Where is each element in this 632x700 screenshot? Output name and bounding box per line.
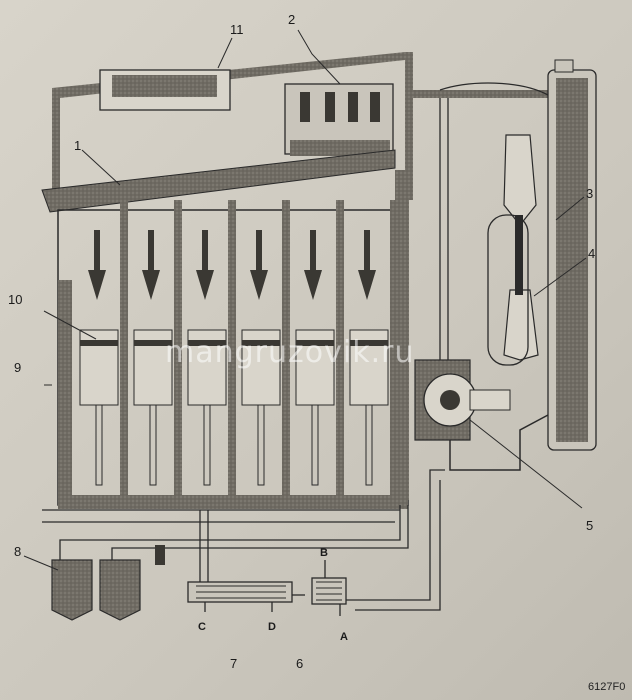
cylinder — [241, 200, 290, 495]
cylinder — [187, 200, 236, 495]
callout-7: 7 — [230, 656, 237, 671]
port-d: D — [268, 621, 276, 633]
top-cap-assembly — [99, 69, 231, 111]
callout-1: 1 — [74, 138, 81, 153]
callout-11: 11 — [230, 22, 244, 37]
fan-assembly — [487, 134, 539, 366]
port-labels: A B C D — [198, 547, 348, 643]
cylinder — [349, 200, 398, 495]
port-b: B — [320, 547, 328, 559]
water-pump — [414, 359, 549, 471]
callout-4: 4 — [588, 246, 595, 261]
callout-5: 5 — [586, 518, 593, 533]
oil-cooler — [187, 581, 293, 612]
callout-2: 2 — [288, 12, 295, 27]
thermostat-housing — [284, 83, 394, 156]
callout-3: 3 — [586, 186, 593, 201]
leader-lines — [23, 29, 587, 571]
callout-8: 8 — [14, 544, 21, 559]
cylinders — [79, 200, 398, 495]
upper-radiator-hose — [439, 82, 549, 400]
cylinder — [295, 200, 344, 495]
callout-6: 6 — [296, 656, 303, 671]
port-a: A — [340, 631, 348, 643]
watermark: mangruzovik.ru — [165, 335, 414, 370]
cylinder — [79, 200, 128, 495]
figure-code: 6127F0 — [588, 681, 625, 693]
port-c: C — [198, 621, 206, 633]
main-water-gallery — [41, 149, 396, 213]
oil-filters — [51, 545, 165, 621]
callout-9: 9 — [14, 360, 21, 375]
heat-exchanger — [311, 577, 347, 616]
callout-10: 10 — [8, 292, 22, 307]
cylinder — [133, 200, 182, 495]
callout-labels: 1 2 3 4 5 6 7 8 9 10 11 — [8, 12, 595, 671]
cylinder-block — [57, 170, 409, 509]
lower-coolant-lines — [42, 469, 445, 611]
